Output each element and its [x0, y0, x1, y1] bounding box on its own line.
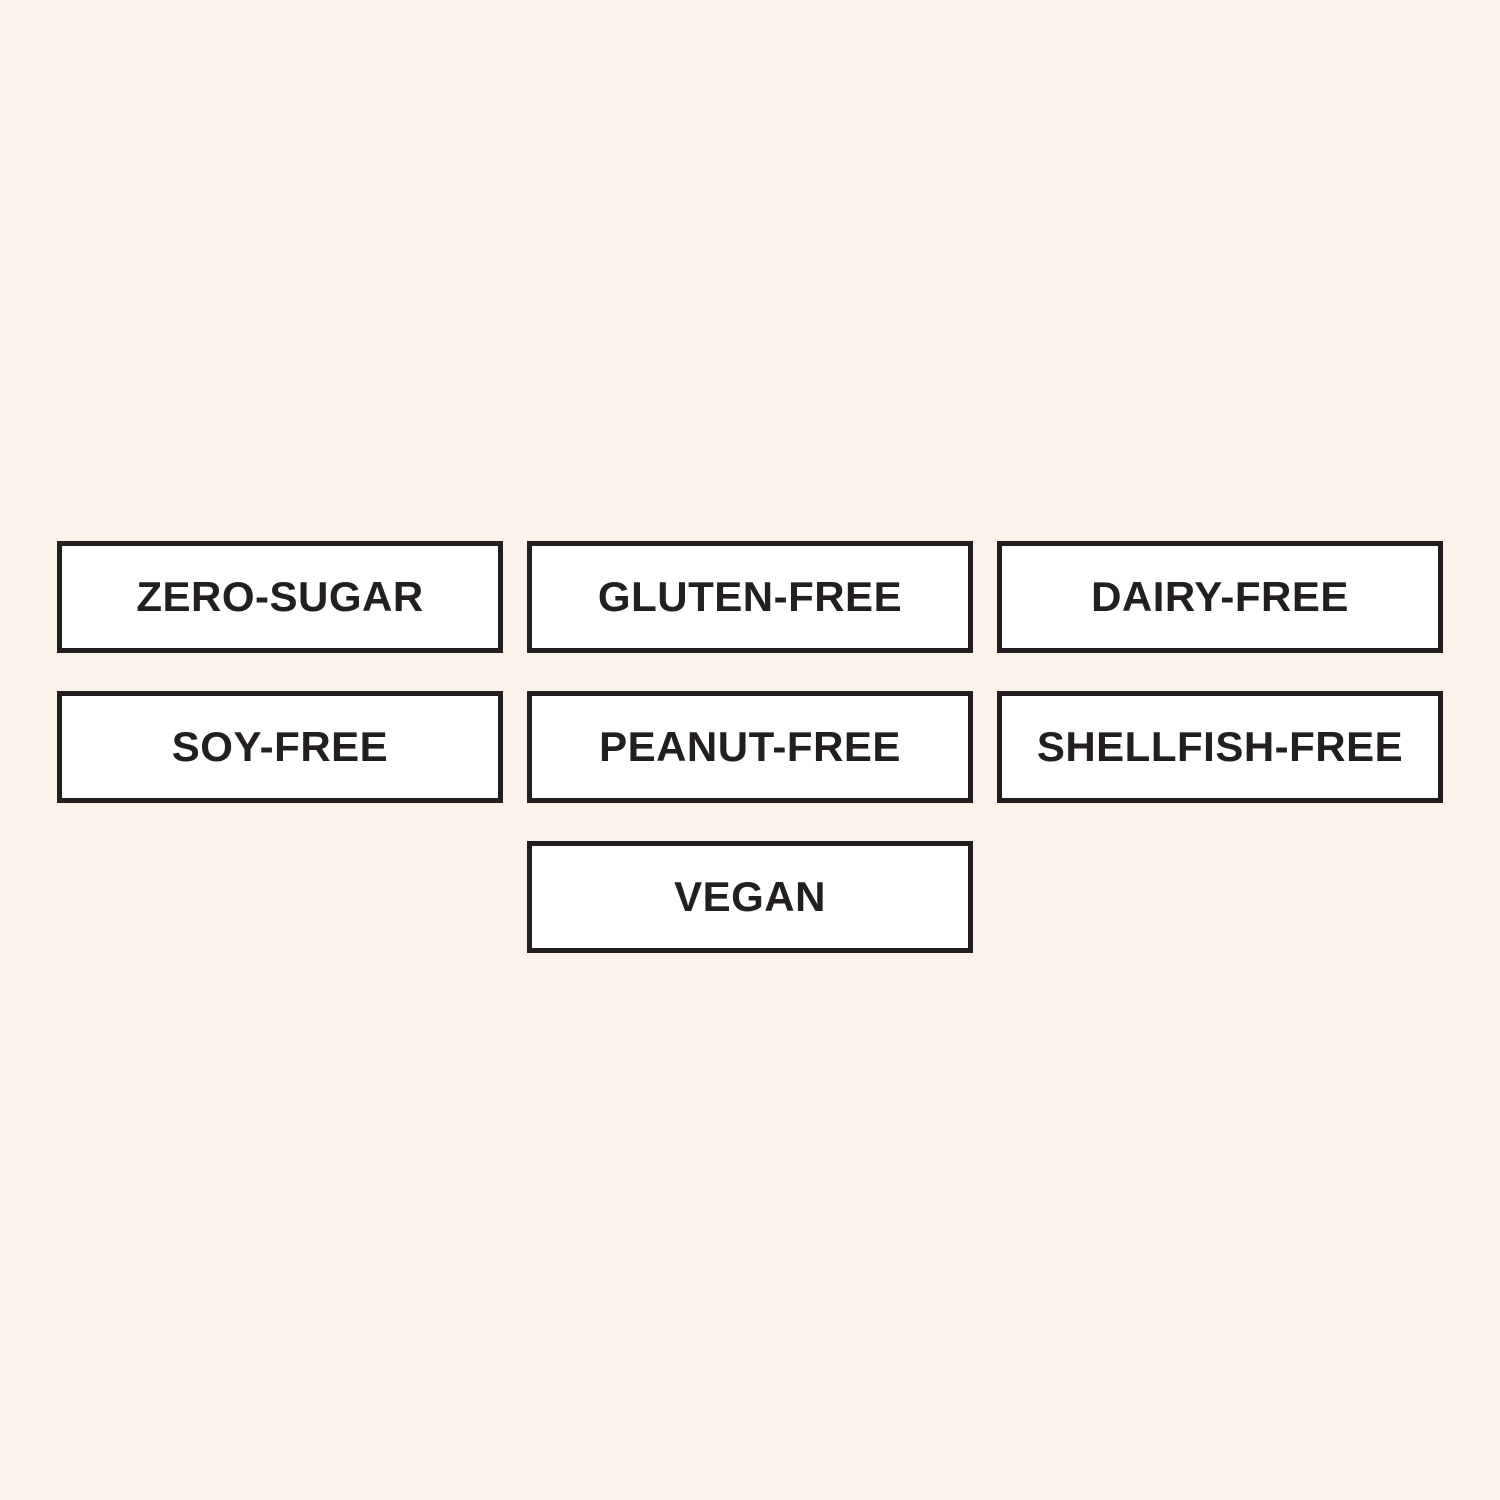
badge-vegan: VEGAN: [527, 841, 973, 953]
badge-label: PEANUT-FREE: [599, 723, 901, 770]
badge-peanut-free: PEANUT-FREE: [527, 691, 973, 803]
badge-grid: ZERO-SUGAR GLUTEN-FREE DAIRY-FREE SOY-FR…: [0, 541, 1500, 953]
badge-row-2: SOY-FREE PEANUT-FREE SHELLFISH-FREE: [57, 691, 1443, 803]
badge-gluten-free: GLUTEN-FREE: [527, 541, 973, 653]
badge-label: ZERO-SUGAR: [136, 573, 424, 620]
badge-row-3: VEGAN: [527, 841, 973, 953]
badge-shellfish-free: SHELLFISH-FREE: [997, 691, 1443, 803]
badge-row-1: ZERO-SUGAR GLUTEN-FREE DAIRY-FREE: [57, 541, 1443, 653]
badge-label: VEGAN: [674, 873, 826, 920]
badge-zero-sugar: ZERO-SUGAR: [57, 541, 503, 653]
badge-soy-free: SOY-FREE: [57, 691, 503, 803]
badge-dairy-free: DAIRY-FREE: [997, 541, 1443, 653]
badge-label: DAIRY-FREE: [1091, 573, 1349, 620]
badge-label: GLUTEN-FREE: [597, 573, 903, 620]
badge-label: SOY-FREE: [171, 723, 389, 770]
badge-label: SHELLFISH-FREE: [1036, 723, 1404, 770]
